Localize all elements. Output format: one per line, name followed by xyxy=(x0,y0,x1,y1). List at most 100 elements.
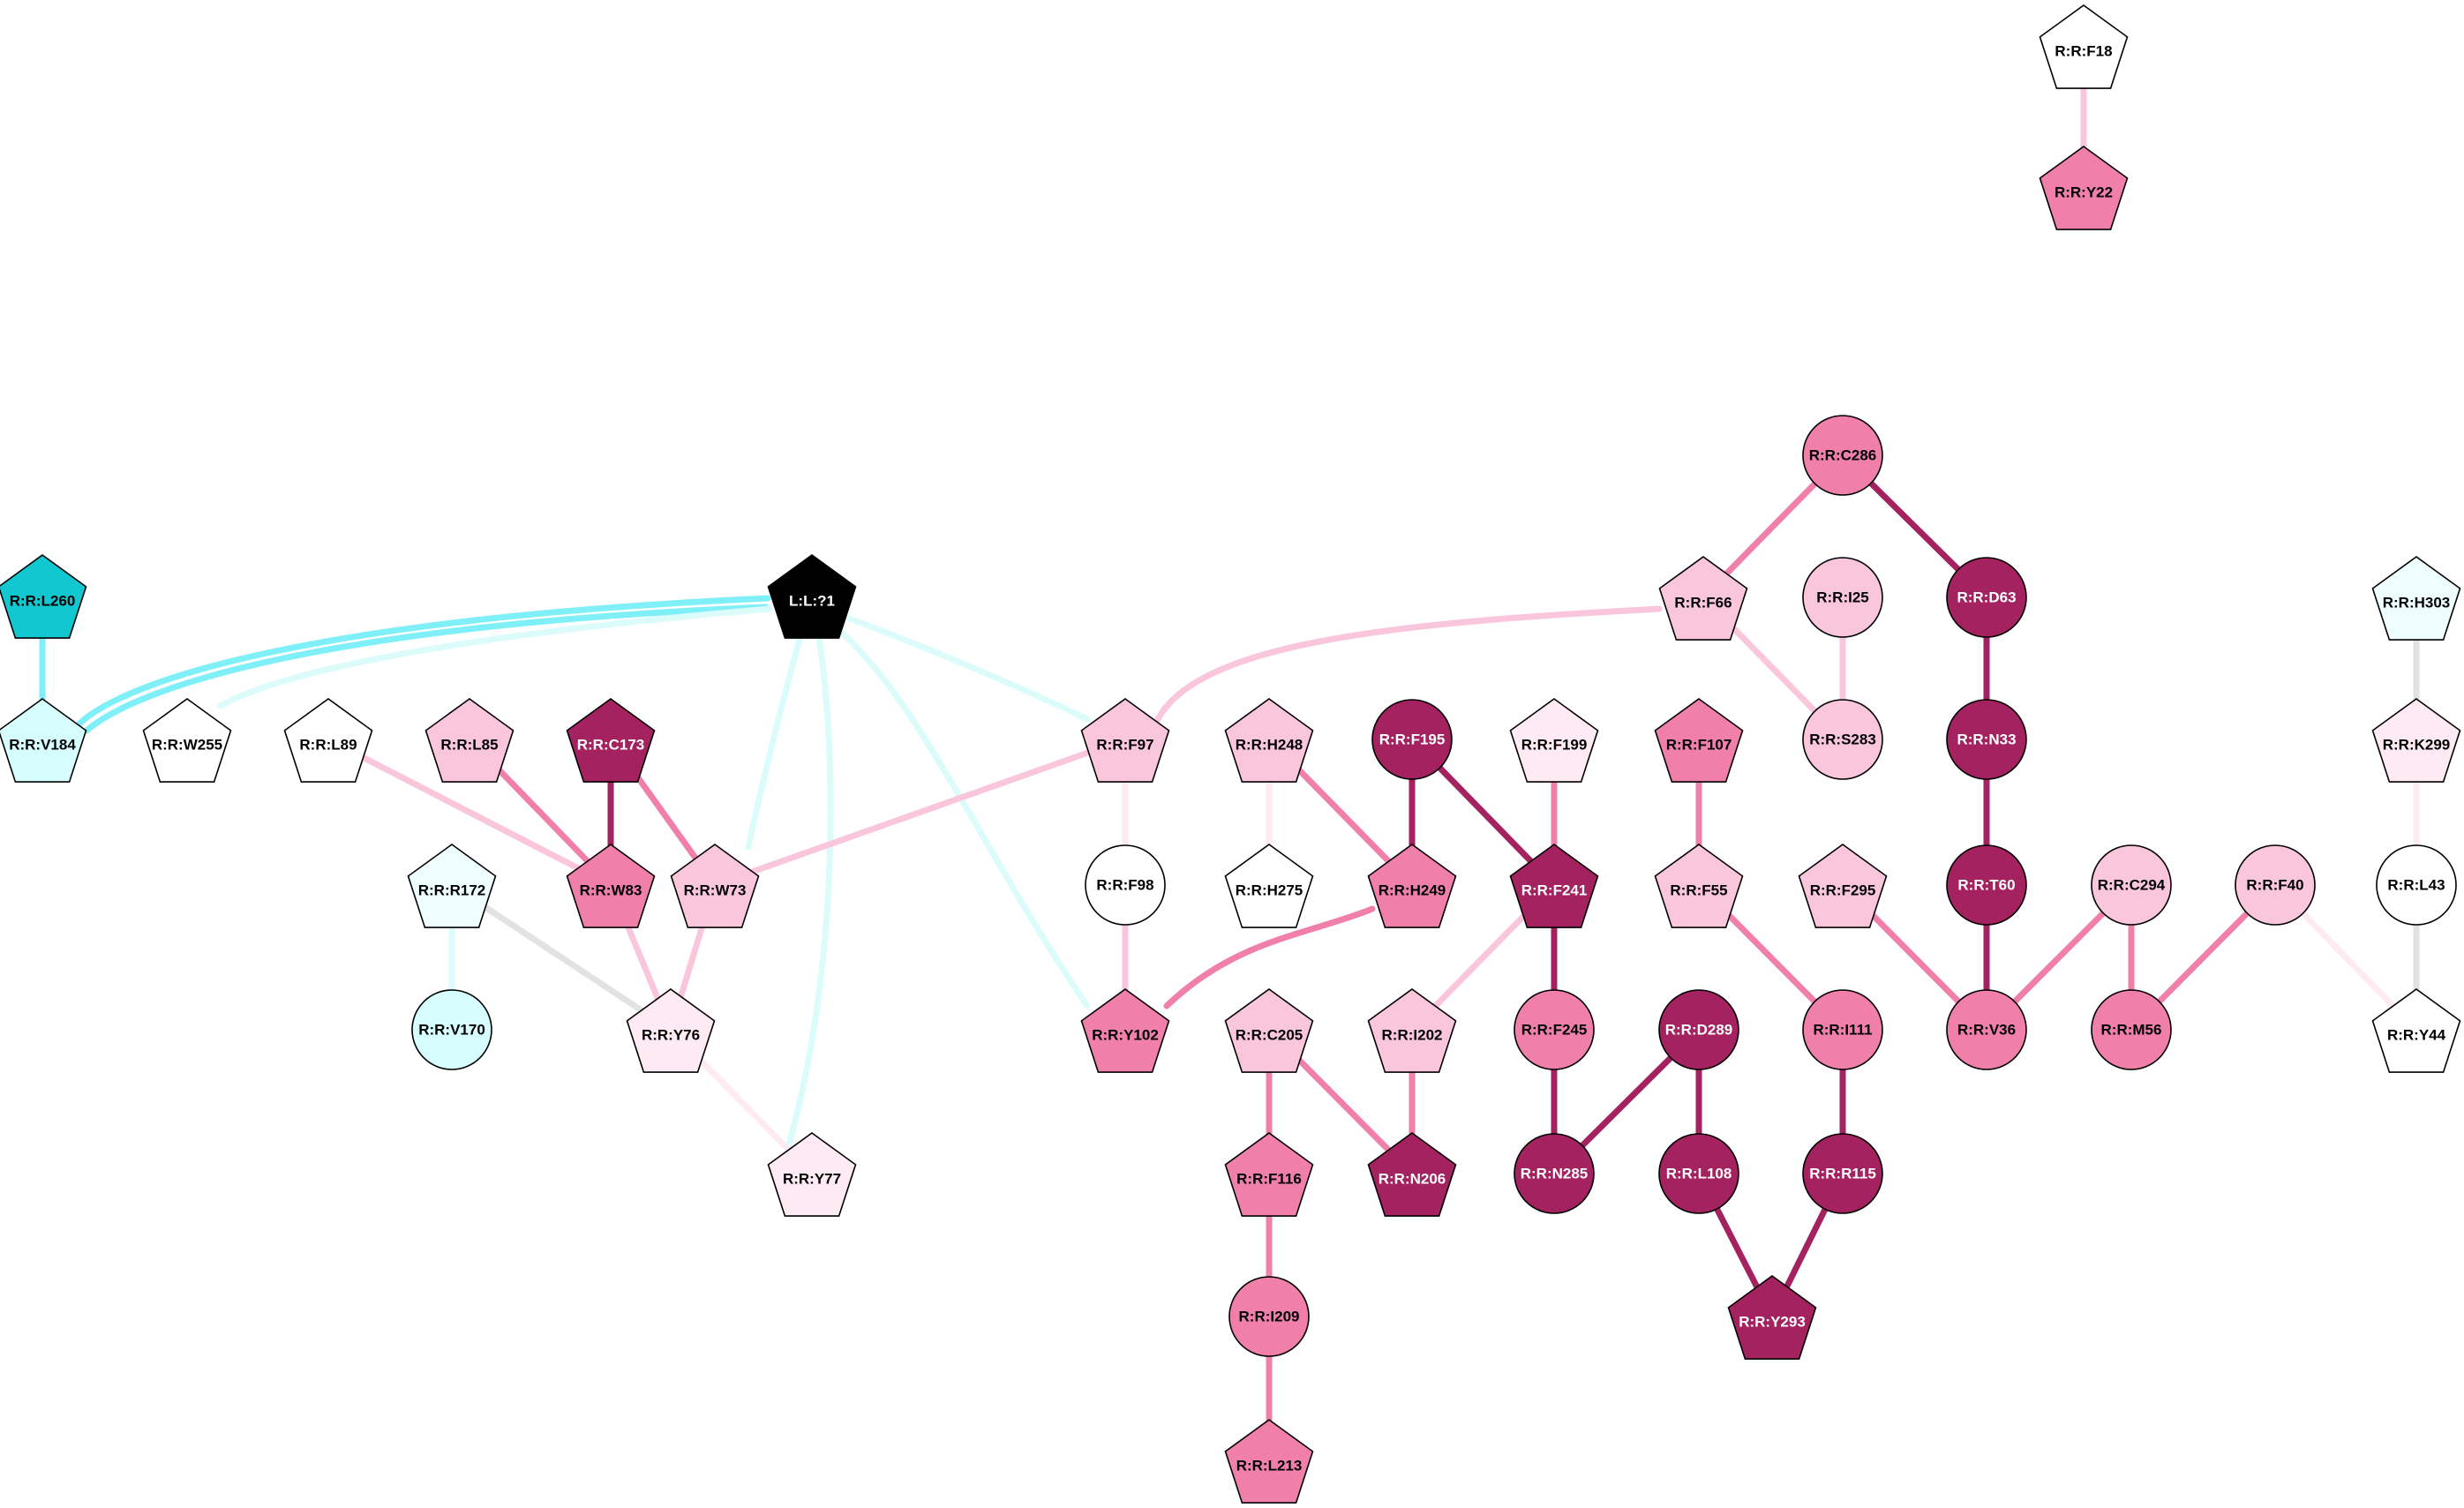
node-pentagon-shape xyxy=(1367,1132,1457,1217)
node-f55[interactable]: R:R:F55 xyxy=(1654,844,1744,928)
node-l89[interactable]: R:R:L89 xyxy=(283,698,373,783)
node-d289[interactable]: R:R:D289 xyxy=(1658,989,1739,1070)
node-y102[interactable]: R:R:Y102 xyxy=(1080,988,1170,1073)
node-circle-shape xyxy=(1514,989,1595,1070)
node-w255[interactable]: R:R:W255 xyxy=(142,698,232,783)
node-circle-shape xyxy=(1802,415,1883,496)
node-t60[interactable]: R:R:T60 xyxy=(1946,844,2027,926)
node-pentagon-shape xyxy=(1224,1419,1314,1504)
node-y76[interactable]: R:R:Y76 xyxy=(626,988,716,1073)
edge-lig-y102 xyxy=(833,625,1091,1009)
node-circle-shape xyxy=(1514,1133,1595,1214)
node-circle-shape xyxy=(1371,699,1453,780)
node-pentagon-shape xyxy=(670,844,760,928)
edge-lig-f97 xyxy=(844,614,1091,723)
node-v184[interactable]: R:R:V184 xyxy=(0,698,87,783)
node-r172[interactable]: R:R:R172 xyxy=(407,844,497,928)
node-f107[interactable]: R:R:F107 xyxy=(1654,698,1744,783)
node-pentagon-shape xyxy=(767,554,857,639)
edge-lig-w255 xyxy=(217,605,773,709)
edge-lig-v184-1 xyxy=(76,595,771,727)
node-pentagon-shape xyxy=(142,698,232,783)
node-pentagon-shape xyxy=(283,698,373,783)
node-circle-shape xyxy=(1658,989,1739,1070)
node-pentagon-shape xyxy=(1224,844,1314,928)
node-pentagon-shape xyxy=(626,988,716,1073)
edges-layer xyxy=(39,42,2420,1464)
node-f40[interactable]: R:R:F40 xyxy=(2235,844,2316,926)
node-circle-shape xyxy=(1802,557,1883,638)
node-pentagon-shape xyxy=(1727,1275,1817,1360)
node-circle-shape xyxy=(1946,844,2027,926)
node-circle-shape xyxy=(2235,844,2316,926)
node-circle-shape xyxy=(1946,557,2027,638)
node-circle-shape xyxy=(1946,699,2027,780)
node-m56[interactable]: R:R:M56 xyxy=(2091,989,2172,1070)
node-y293[interactable]: R:R:Y293 xyxy=(1727,1275,1817,1360)
node-l43[interactable]: R:R:L43 xyxy=(2376,844,2457,926)
node-circle-shape xyxy=(1946,989,2027,1070)
node-circle-shape xyxy=(2091,844,2172,926)
node-y22[interactable]: R:R:Y22 xyxy=(2039,146,2129,230)
node-h275[interactable]: R:R:H275 xyxy=(1224,844,1314,928)
node-d63[interactable]: R:R:D63 xyxy=(1946,557,2027,638)
node-f195[interactable]: R:R:F195 xyxy=(1371,699,1453,780)
node-pentagon-shape xyxy=(424,698,515,783)
node-w73[interactable]: R:R:W73 xyxy=(670,844,760,928)
edge-f97-w73 xyxy=(711,736,1129,889)
node-circle-shape xyxy=(2091,989,2172,1070)
node-pentagon-shape xyxy=(1509,698,1599,783)
node-pentagon-shape xyxy=(2371,556,2461,641)
node-circle-shape xyxy=(1802,989,1883,1070)
node-pentagon-shape xyxy=(2371,988,2461,1073)
node-c205[interactable]: R:R:C205 xyxy=(1224,988,1314,1073)
node-l260[interactable]: R:R:L260 xyxy=(0,554,87,639)
node-v36[interactable]: R:R:V36 xyxy=(1946,989,2027,1070)
node-pentagon-shape xyxy=(1658,556,1748,641)
node-circle-shape xyxy=(2376,844,2457,926)
node-h303[interactable]: R:R:H303 xyxy=(2371,556,2461,641)
node-circle-shape xyxy=(1658,1133,1739,1214)
node-c294[interactable]: R:R:C294 xyxy=(2091,844,2172,926)
node-k299[interactable]: R:R:K299 xyxy=(2371,698,2461,783)
node-pentagon-shape xyxy=(767,1132,857,1217)
node-pentagon-shape xyxy=(1224,1132,1314,1217)
node-c286[interactable]: R:R:C286 xyxy=(1802,415,1883,496)
node-i111[interactable]: R:R:I111 xyxy=(1802,989,1883,1070)
node-f116[interactable]: R:R:F116 xyxy=(1224,1132,1314,1217)
node-pentagon-shape xyxy=(1224,988,1314,1073)
node-f199[interactable]: R:R:F199 xyxy=(1509,698,1599,783)
node-r115[interactable]: R:R:R115 xyxy=(1802,1133,1883,1214)
node-s283[interactable]: R:R:S283 xyxy=(1802,699,1883,780)
node-v170[interactable]: R:R:V170 xyxy=(411,989,492,1070)
node-pentagon-shape xyxy=(1080,988,1170,1073)
node-f245[interactable]: R:R:F245 xyxy=(1514,989,1595,1070)
node-circle-shape xyxy=(1802,699,1883,780)
node-f295[interactable]: R:R:F295 xyxy=(1798,844,1888,928)
node-i25[interactable]: R:R:I25 xyxy=(1802,557,1883,638)
node-pentagon-shape xyxy=(566,698,656,783)
node-f18[interactable]: R:R:F18 xyxy=(2039,4,2129,89)
edge-l89-w83 xyxy=(325,736,614,889)
node-h248[interactable]: R:R:H248 xyxy=(1224,698,1314,783)
edge-h249-y102 xyxy=(1163,905,1376,1009)
edge-lig-w73 xyxy=(745,623,807,851)
node-f97[interactable]: R:R:F97 xyxy=(1080,698,1170,783)
node-n33[interactable]: R:R:N33 xyxy=(1946,699,2027,780)
node-f98[interactable]: R:R:F98 xyxy=(1085,844,1166,926)
node-n285[interactable]: R:R:N285 xyxy=(1514,1133,1595,1214)
edge-r172-y76 xyxy=(448,882,674,1033)
node-l213[interactable]: R:R:L213 xyxy=(1224,1419,1314,1504)
node-l85[interactable]: R:R:L85 xyxy=(424,698,515,783)
edge-lig-v184-2 xyxy=(83,604,770,734)
node-pentagon-shape xyxy=(1654,844,1744,928)
node-pentagon-shape xyxy=(1798,844,1888,928)
node-i209[interactable]: R:R:I209 xyxy=(1228,1276,1310,1357)
node-c173[interactable]: R:R:C173 xyxy=(566,698,656,783)
edge-f66-f97 xyxy=(1154,605,1663,723)
node-lig[interactable]: L:L:?1 xyxy=(767,554,857,639)
node-l108[interactable]: R:R:L108 xyxy=(1658,1133,1739,1214)
node-circle-shape xyxy=(1085,844,1166,926)
